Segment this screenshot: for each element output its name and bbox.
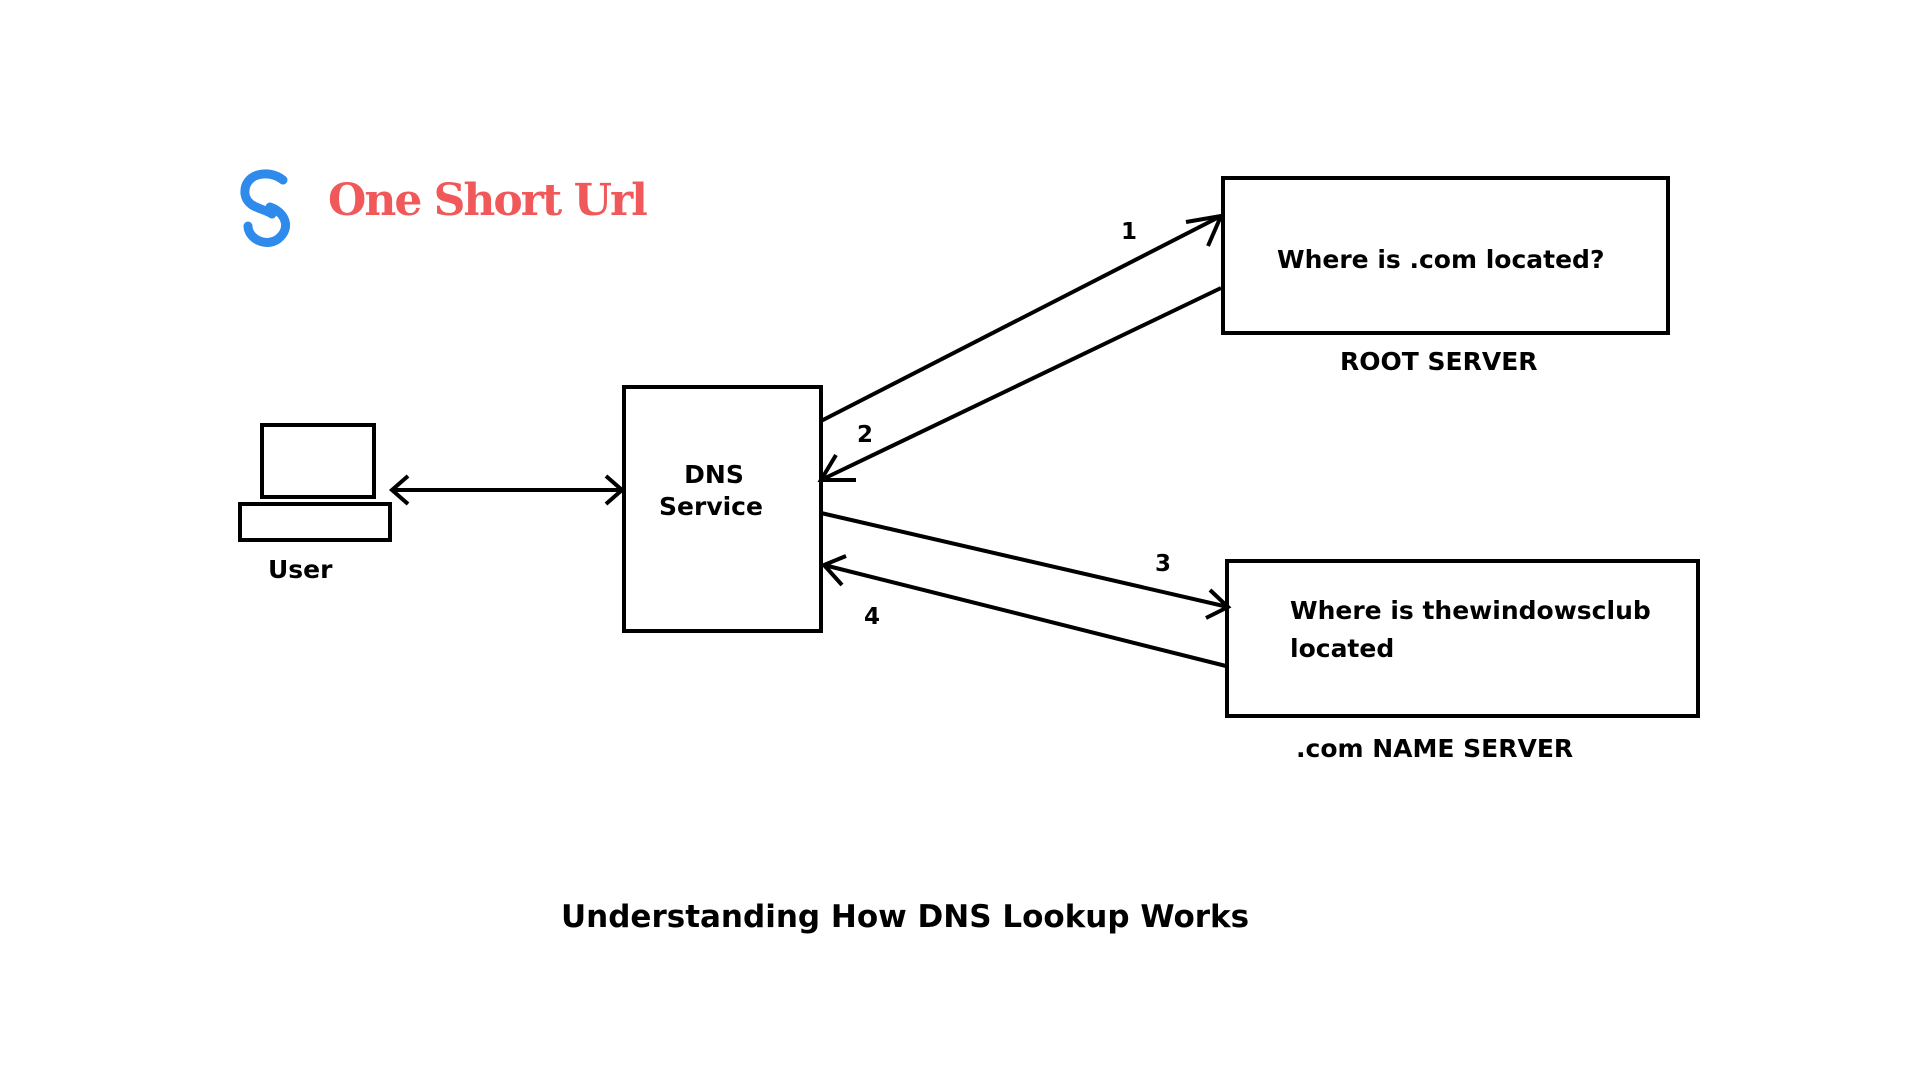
name-server-question-line1: Where is thewindowsclub xyxy=(1290,596,1651,625)
arrow-4-head xyxy=(820,554,847,587)
name-server-question-line2: located xyxy=(1290,634,1394,663)
user-side-arrowhead xyxy=(388,474,410,506)
arrow-3-line xyxy=(820,511,1229,609)
root-server-node: Where is .com located? ROOT SERVER xyxy=(1221,176,1670,376)
name-server-box xyxy=(1225,559,1700,718)
dns-service-box xyxy=(622,385,823,633)
root-server-caption: ROOT SERVER xyxy=(1340,347,1538,376)
arrow-step-2 xyxy=(817,286,1222,482)
user-node: User xyxy=(238,423,392,584)
root-server-box xyxy=(1221,176,1670,335)
arrow-step-4 xyxy=(820,554,1227,668)
computer-monitor xyxy=(260,423,376,499)
root-server-question: Where is .com located? xyxy=(1277,245,1604,274)
step-label-4: 4 xyxy=(864,604,880,630)
dns-service-node: DNS Service xyxy=(622,385,823,633)
computer-keyboard xyxy=(238,502,392,542)
arrow-1-line xyxy=(820,214,1222,423)
dns-service-label-line2: Service xyxy=(659,492,763,521)
name-server-node: Where is thewindowsclub located .com NAM… xyxy=(1225,559,1700,763)
name-server-caption: .com NAME SERVER xyxy=(1296,734,1573,763)
arrow-3-head xyxy=(1205,588,1232,620)
step-label-2: 2 xyxy=(857,422,873,448)
arrow-step-3 xyxy=(820,511,1232,620)
computer-icon xyxy=(238,423,392,542)
step-label-3: 3 xyxy=(1155,551,1171,577)
arrow-step-1 xyxy=(820,213,1225,423)
s-link-icon xyxy=(240,169,291,247)
dns-service-label-line1: DNS xyxy=(684,460,744,489)
arrow-4-line xyxy=(823,563,1227,668)
step-label-1: 1 xyxy=(1121,219,1137,245)
arrow-2-head xyxy=(817,453,856,482)
diagram-title: Understanding How DNS Lookup Works xyxy=(561,899,1249,935)
brand-logo: One Short Url xyxy=(240,169,649,247)
arrow-1-head xyxy=(1185,213,1225,247)
brand-name: One Short Url xyxy=(328,175,647,226)
user-label: User xyxy=(268,555,333,584)
arrow-2-line xyxy=(820,286,1222,482)
user-dns-link xyxy=(388,474,626,506)
